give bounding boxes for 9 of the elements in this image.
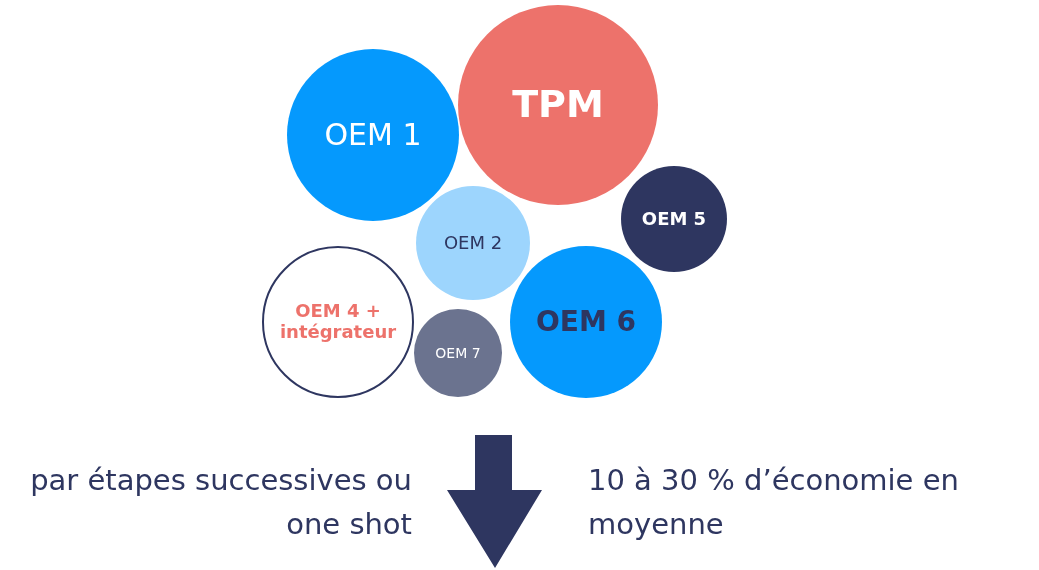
bubble-label: OEM 4 + intégrateur (278, 301, 398, 343)
bubble-label: OEM 1 (324, 117, 422, 153)
bubble-label: TPM (512, 83, 604, 127)
note-text: par étapes successives ou one shot (29, 462, 412, 543)
bubble-label: OEM 5 (641, 208, 707, 230)
bubble-label: OEM 6 (536, 305, 636, 339)
bubble-label: OEM 2 (443, 232, 503, 254)
note-text: 10 à 30 % d’économie en moyenne (588, 462, 960, 543)
bubble-label: OEM 7 (435, 344, 481, 362)
